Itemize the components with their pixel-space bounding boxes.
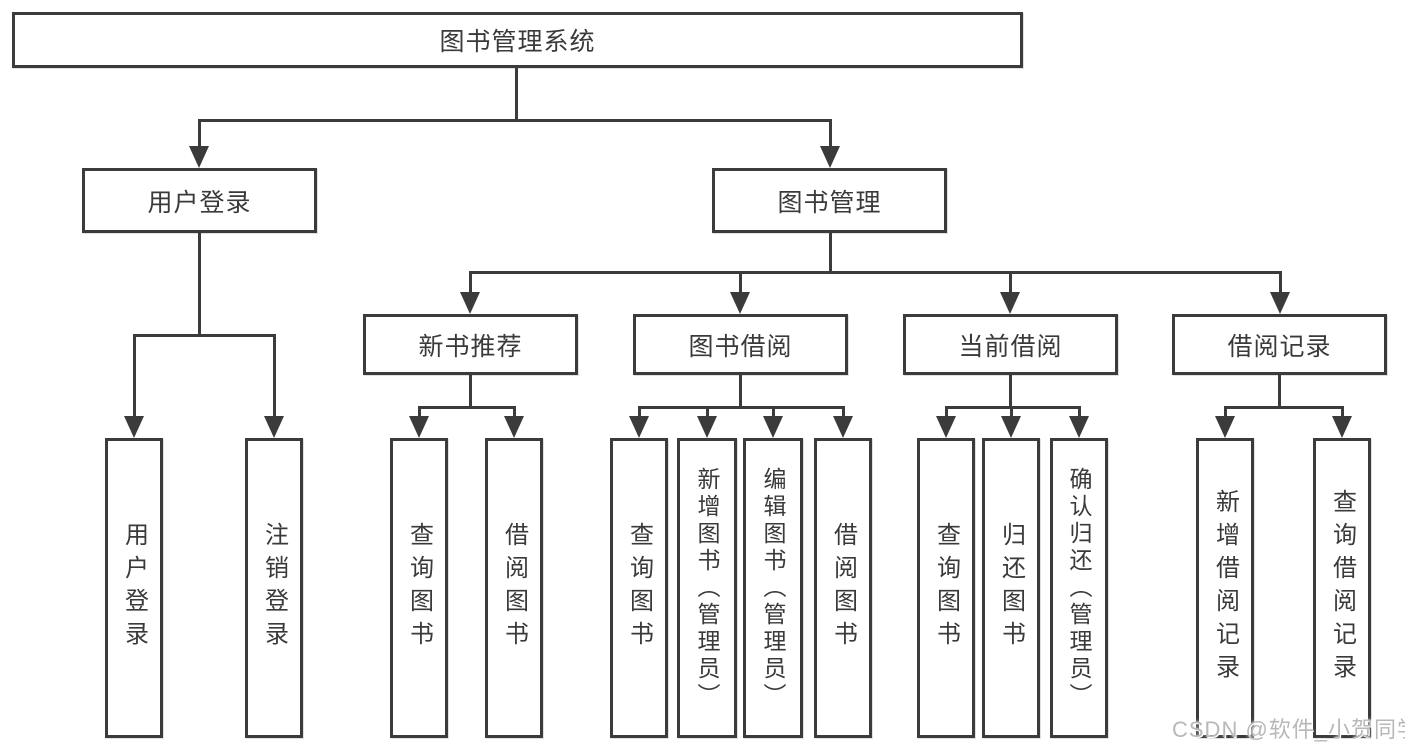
connector-line: [1010, 406, 1013, 418]
arrow-down-icon: [629, 416, 649, 438]
leaf-query-books-borrow: 查询图书: [610, 438, 668, 738]
arrow-down-icon: [697, 416, 717, 438]
connector-line: [945, 406, 1081, 409]
connector-line: [418, 406, 516, 409]
connector-line: [469, 375, 472, 408]
connector-line: [1278, 375, 1281, 408]
connector-line: [513, 406, 516, 418]
arrow-down-icon: [460, 292, 480, 314]
arrow-down-icon: [1001, 416, 1021, 438]
connector-line: [1009, 271, 1012, 295]
leaf-confirm-return-admin: 确认归还（管理员）: [1050, 438, 1108, 738]
node-label: 借阅图书: [500, 522, 528, 654]
connector-line: [1279, 271, 1282, 295]
connector-line: [739, 271, 742, 295]
arrow-down-icon: [936, 416, 956, 438]
connector-line: [829, 119, 832, 148]
leaf-return-books: 归还图书: [982, 438, 1040, 738]
arrow-down-icon: [1069, 416, 1089, 438]
connector-line: [829, 233, 832, 274]
node-label: 注销登录: [260, 522, 288, 654]
leaf-borrow-books: 借阅图书: [814, 438, 872, 738]
connector-line: [198, 119, 201, 148]
connector-line: [1009, 375, 1012, 408]
connector-line: [1341, 406, 1344, 418]
node-label: 新增借阅记录: [1211, 489, 1239, 687]
node-label: 借阅记录: [1227, 332, 1332, 361]
node-label: 图书管理系统: [439, 28, 596, 56]
connector-line: [739, 375, 742, 408]
node-label: 新书推荐: [418, 332, 523, 361]
node-label: 图书管理: [777, 188, 882, 217]
arrow-down-icon: [1332, 416, 1352, 438]
arrow-down-icon: [833, 416, 853, 438]
leaf-add-books-admin: 新增图书（管理员）: [677, 438, 737, 738]
leaf-query-books-recommend: 查询图书: [390, 438, 448, 738]
arrow-down-icon: [730, 292, 750, 314]
connector-line: [842, 406, 845, 418]
connector-line: [133, 334, 276, 337]
node-borrow-records: 借阅记录: [1172, 314, 1387, 375]
node-book-borrow: 图书借阅: [633, 314, 848, 375]
node-label: 确认归还（管理员）: [1066, 466, 1092, 710]
node-label: 新增图书（管理员）: [694, 466, 720, 710]
leaf-edit-books-admin: 编辑图书（管理员）: [743, 438, 803, 738]
node-label: 用户登录: [147, 188, 252, 217]
arrow-down-icon: [124, 416, 144, 438]
connector-line: [469, 271, 1281, 274]
connector-line: [198, 119, 832, 122]
connector-line: [469, 271, 472, 295]
arrow-down-icon: [409, 416, 429, 438]
leaf-query-borrow-record: 查询借阅记录: [1313, 438, 1371, 738]
node-new-book-recommend: 新书推荐: [363, 314, 578, 375]
node-label: 查询借阅记录: [1328, 489, 1356, 687]
node-root: 图书管理系统: [12, 12, 1023, 68]
leaf-query-books-current: 查询图书: [917, 438, 975, 738]
connector-line: [1224, 406, 1344, 409]
leaf-logout: 注销登录: [245, 438, 303, 738]
node-label: 查询图书: [932, 522, 960, 654]
arrow-down-icon: [504, 416, 524, 438]
connector-line: [1224, 406, 1227, 418]
connector-line: [706, 406, 709, 418]
arrow-down-icon: [189, 146, 209, 168]
leaf-borrow-books-recommend: 借阅图书: [485, 438, 543, 738]
connector-line: [638, 406, 845, 409]
arrow-down-icon: [820, 146, 840, 168]
connector-line: [1078, 406, 1081, 418]
arrow-down-icon: [1000, 292, 1020, 314]
leaf-user-login: 用户登录: [105, 438, 163, 738]
connector-line: [515, 68, 518, 121]
node-book-management: 图书管理: [712, 168, 947, 233]
node-user-login: 用户登录: [82, 168, 317, 233]
node-label: 查询图书: [405, 522, 433, 654]
arrow-down-icon: [264, 416, 284, 438]
arrow-down-icon: [1215, 416, 1235, 438]
node-label: 归还图书: [997, 522, 1025, 654]
node-label: 图书借阅: [688, 332, 793, 361]
node-label: 查询图书: [625, 522, 653, 654]
node-label: 编辑图书（管理员）: [760, 466, 786, 710]
csdn-watermark: CSDN @软件_小贺同学: [1172, 717, 1405, 742]
connector-line: [133, 334, 136, 418]
leaf-add-borrow-record: 新增借阅记录: [1196, 438, 1254, 738]
arrow-down-icon: [1270, 292, 1290, 314]
connector-line: [638, 406, 641, 418]
connector-line: [945, 406, 948, 418]
connector-line: [273, 334, 276, 418]
node-current-borrow: 当前借阅: [903, 314, 1118, 375]
connector-line: [772, 406, 775, 418]
node-label: 当前借阅: [958, 332, 1063, 361]
node-label: 用户登录: [120, 522, 148, 654]
connector-line: [198, 233, 201, 336]
connector-line: [418, 406, 421, 418]
arrow-down-icon: [763, 416, 783, 438]
node-label: 借阅图书: [829, 522, 857, 654]
